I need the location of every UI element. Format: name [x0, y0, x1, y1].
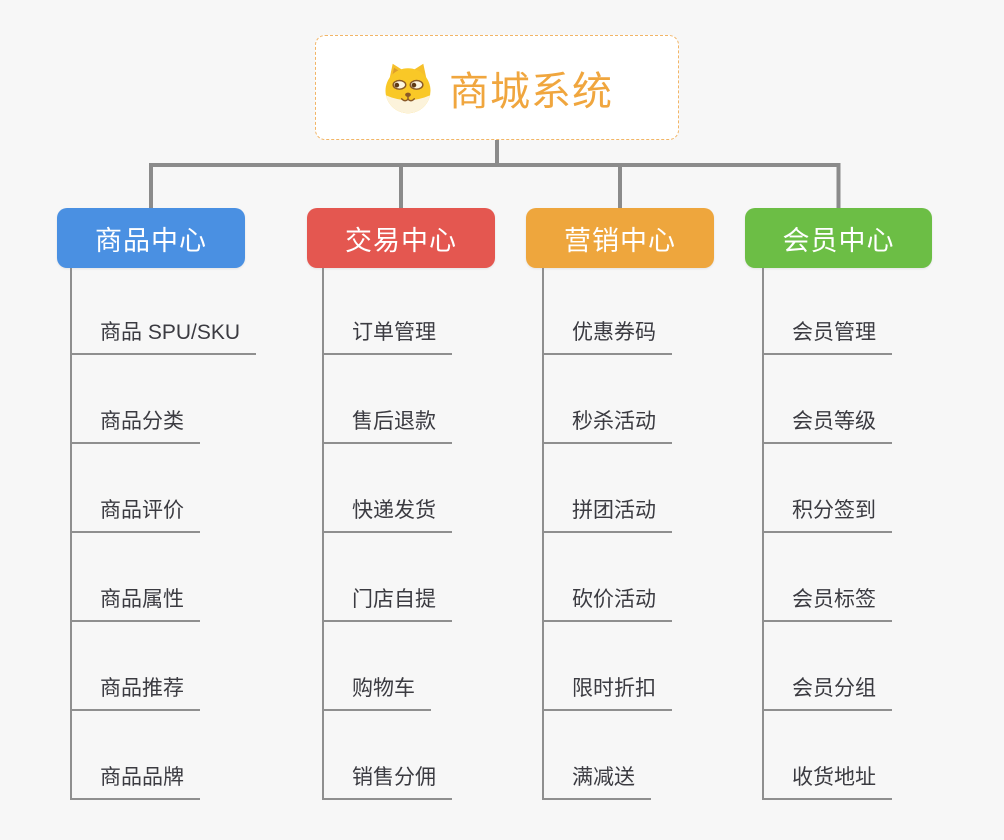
leaf-item[interactable]: 商品属性 — [72, 583, 200, 622]
leaf-item[interactable]: 订单管理 — [324, 316, 452, 355]
leaf-cell: 销售分佣 — [324, 711, 452, 800]
leaf-item[interactable]: 售后退款 — [324, 405, 452, 444]
leaf-item[interactable]: 购物车 — [324, 672, 431, 711]
leaf-item[interactable]: 会员等级 — [764, 405, 892, 444]
leaf-item[interactable]: 积分签到 — [764, 494, 892, 533]
shiba-dog-icon — [385, 63, 431, 113]
leaf-cell: 积分签到 — [764, 444, 892, 533]
leaf-item[interactable]: 会员标签 — [764, 583, 892, 622]
leaf-cell: 会员分组 — [764, 622, 892, 711]
leaf-cell: 拼团活动 — [544, 444, 672, 533]
leaf-item[interactable]: 拼团活动 — [544, 494, 672, 533]
leaf-item[interactable]: 限时折扣 — [544, 672, 672, 711]
leaf-item[interactable]: 门店自提 — [324, 583, 452, 622]
branch-marketing-leaf-column: 优惠券码秒杀活动拼团活动砍价活动限时折扣满减送 — [542, 268, 672, 800]
branch-trade-leaf-column: 订单管理售后退款快递发货门店自提购物车销售分佣 — [322, 268, 452, 800]
branch-trade-node[interactable]: 交易中心 — [307, 208, 495, 268]
leaf-item[interactable]: 会员管理 — [764, 316, 892, 355]
leaf-cell: 会员管理 — [764, 268, 892, 355]
leaf-item[interactable]: 商品 SPU/SKU — [72, 316, 257, 355]
leaf-cell: 砍价活动 — [544, 533, 672, 622]
leaf-cell: 商品评价 — [72, 444, 200, 533]
branch-product-node[interactable]: 商品中心 — [57, 208, 245, 268]
leaf-cell: 商品推荐 — [72, 622, 200, 711]
root-node-label: 商城系统 — [449, 69, 613, 114]
leaf-item[interactable]: 满减送 — [544, 761, 651, 800]
leaf-cell: 门店自提 — [324, 533, 452, 622]
leaf-item[interactable]: 收货地址 — [764, 761, 892, 800]
leaf-cell: 满减送 — [544, 711, 651, 800]
leaf-item[interactable]: 销售分佣 — [324, 761, 452, 800]
branch-member-leaf-column: 会员管理会员等级积分签到会员标签会员分组收货地址 — [762, 268, 892, 800]
leaf-item[interactable]: 快递发货 — [324, 494, 452, 533]
root-node-mall-system[interactable]: 商城系统 — [315, 35, 679, 140]
leaf-item[interactable]: 商品评价 — [72, 494, 200, 533]
branch-member-node[interactable]: 会员中心 — [745, 208, 932, 268]
leaf-cell: 会员等级 — [764, 355, 892, 444]
leaf-cell: 订单管理 — [324, 268, 452, 355]
leaf-item[interactable]: 商品分类 — [72, 405, 200, 444]
leaf-cell: 优惠券码 — [544, 268, 672, 355]
leaf-cell: 购物车 — [324, 622, 431, 711]
leaf-item[interactable]: 会员分组 — [764, 672, 892, 711]
leaf-cell: 商品品牌 — [72, 711, 200, 800]
leaf-cell: 秒杀活动 — [544, 355, 672, 444]
branch-product-leaf-column: 商品 SPU/SKU 商品分类商品评价商品属性商品推荐商品品牌 — [70, 268, 257, 800]
leaf-item[interactable]: 商品品牌 — [72, 761, 200, 800]
leaf-cell: 会员标签 — [764, 533, 892, 622]
leaf-cell: 商品 SPU/SKU — [72, 268, 257, 355]
branch-marketing-node[interactable]: 营销中心 — [526, 208, 714, 268]
leaf-item[interactable]: 砍价活动 — [544, 583, 672, 622]
leaf-cell: 快递发货 — [324, 444, 452, 533]
leaf-cell: 限时折扣 — [544, 622, 672, 711]
leaf-item[interactable]: 优惠券码 — [544, 316, 672, 355]
leaf-cell: 收货地址 — [764, 711, 892, 800]
leaf-cell: 售后退款 — [324, 355, 452, 444]
leaf-cell: 商品分类 — [72, 355, 200, 444]
leaf-item[interactable]: 秒杀活动 — [544, 405, 672, 444]
leaf-item[interactable]: 商品推荐 — [72, 672, 200, 711]
leaf-cell: 商品属性 — [72, 533, 200, 622]
